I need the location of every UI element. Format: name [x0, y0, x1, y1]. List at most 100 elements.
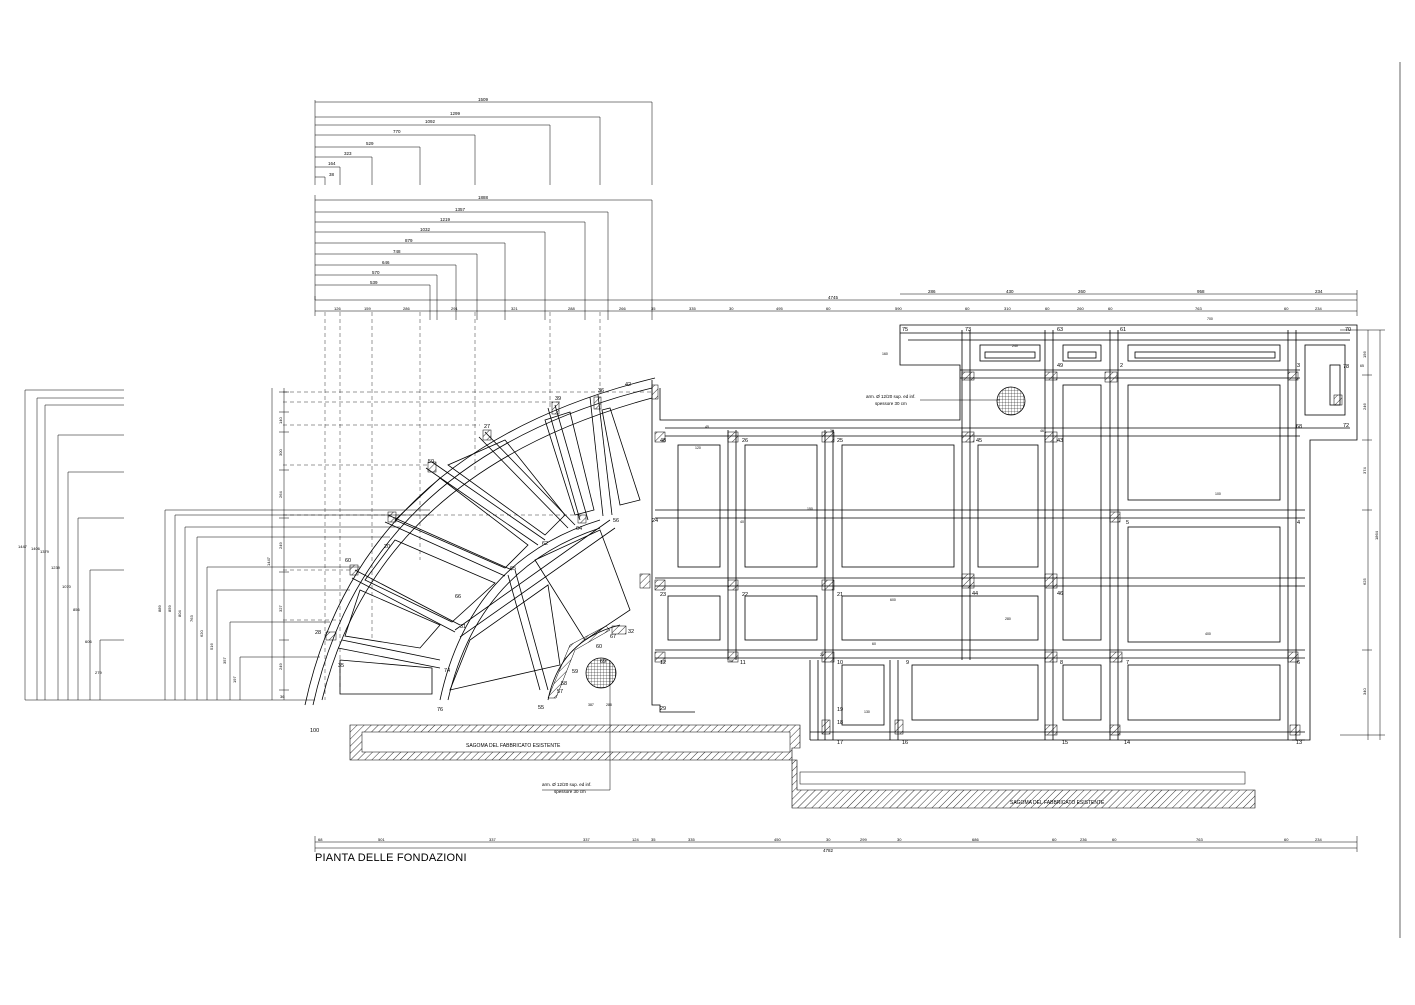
dim-label: 539 [370, 280, 378, 285]
dim-label: 60 [965, 306, 970, 311]
node-label: 48 [660, 438, 666, 444]
rect-foundation-grid [651, 324, 1358, 741]
dim-label: 625 [1362, 578, 1367, 585]
drawing-title: PIANTA DELLE FONDAZIONI [315, 852, 467, 864]
node-label: 18 [837, 720, 843, 726]
dim-label: 1032 [420, 227, 431, 232]
node-label: 45 [976, 438, 982, 444]
dim-label: 60 [1284, 837, 1289, 842]
pile-cap-circle [585, 657, 617, 689]
dim-label: 1299 [450, 111, 461, 116]
dim-label: 279 [95, 670, 102, 675]
dim-label: 570 [372, 270, 380, 275]
node-label: 24 [652, 518, 658, 524]
dim-label: 763 [189, 615, 194, 622]
node-label: 28 [315, 630, 321, 636]
node-label: 27 [484, 424, 490, 430]
dim-label: 60 [826, 306, 831, 311]
node-label: 39 [555, 396, 561, 402]
dim-label: 321 [511, 306, 518, 311]
small-label: 150 [807, 507, 813, 511]
top-chain-labels: 126 159 286 291 321 288 266 35 335 30 49… [334, 306, 1322, 311]
dim-label: 340 [1362, 688, 1367, 695]
dim-label: 770 [393, 129, 401, 134]
bottom-dimension-chain [314, 836, 1358, 852]
dim-label: 327 [278, 605, 283, 612]
dim-label: 1239 [51, 565, 61, 570]
node-label: 26 [742, 438, 748, 444]
dim-label: 516 [209, 643, 214, 650]
dim-label: 38 [329, 172, 335, 177]
small-label: 30 [830, 429, 834, 433]
annotation-leaders [542, 399, 1000, 791]
dim-label: 260 [1078, 289, 1086, 294]
left-far-labels: 1447 1406 1379 1239 1070 856 606 279 [18, 544, 102, 675]
annotation-text: arm. Ø 12/20 sup. ed inf. [866, 394, 916, 399]
node-label: 46 [1057, 591, 1063, 597]
small-label: 20 [820, 653, 824, 657]
grid-columns [639, 371, 1343, 736]
dim-label: 1092 [425, 119, 436, 124]
dim-label: 234 [1315, 306, 1322, 311]
dim-label: 1070 [62, 584, 72, 589]
dim-label: 234 [1315, 289, 1323, 294]
right-dim-labels: 156 246 374 625 340 1864 [1362, 351, 1379, 695]
node-label: 13 [1296, 740, 1302, 746]
node-label: 100 [310, 728, 319, 734]
projection-lines [283, 312, 652, 700]
dim-label: 856 [73, 607, 80, 612]
dim-label: 35 [651, 306, 656, 311]
dim-label: 197 [232, 676, 237, 683]
node-label: 8 [1060, 660, 1063, 666]
node-label: 64 [576, 526, 582, 532]
dim-label: 286 [928, 289, 936, 294]
node-label: 7 [1126, 660, 1129, 666]
dim-label: 646 [382, 260, 390, 265]
small-dimension-labels: 120 45 40 240 600 280 150 130 100 30 46 … [588, 317, 1364, 714]
node-label: 3 [1297, 363, 1300, 369]
dim-label: 1379 [40, 549, 50, 554]
node-label: 69 [600, 659, 606, 665]
dim-label: 300 [278, 449, 283, 456]
small-label: 387 [588, 703, 594, 707]
dim-label: 35 [651, 837, 656, 842]
dim-label: 590 [895, 306, 902, 311]
small-label: 40 [740, 520, 744, 524]
existing-building-1 [349, 724, 1256, 809]
top-dimension-chain [314, 290, 1358, 316]
small-label: 700 [1207, 317, 1213, 321]
dim-label: 246 [1362, 403, 1367, 410]
node-label: 29 [660, 706, 666, 712]
dim-label: 1447 [266, 556, 271, 566]
dim-label: 234 [1315, 837, 1322, 842]
node-label: 31 [460, 624, 466, 630]
annotation-text: spessore 30 cm [554, 789, 586, 794]
dim-label: 249 [278, 663, 283, 670]
node-label: 4 [1297, 520, 1300, 526]
node-label: 63 [1057, 327, 1063, 333]
dim-label: 164 [328, 161, 336, 166]
dim-label: 958 [1197, 289, 1205, 294]
small-label: 60 [872, 642, 876, 646]
node-label: 56 [613, 518, 619, 524]
small-label: 65 [1360, 364, 1364, 368]
dim-label: 335 [688, 837, 695, 842]
dim-label: 1888 [478, 195, 489, 200]
node-label: 59 [572, 669, 578, 675]
node-label: 66 [455, 594, 461, 600]
node-label: 44 [972, 591, 978, 597]
dim-label: 1509 [478, 97, 489, 102]
dim-label: 1864 [1374, 530, 1379, 540]
node-label: 50 [428, 459, 434, 465]
dim-label: 260 [1077, 306, 1084, 311]
dim-label: 249 [278, 542, 283, 549]
dim-label: 620 [199, 630, 204, 637]
pile-cap-circle-top [996, 386, 1026, 416]
node-label: 25 [837, 438, 843, 444]
dim-label: 529 [366, 141, 374, 146]
small-label: 45 [705, 425, 709, 429]
dim-label: 1219 [440, 217, 451, 222]
node-label: 21 [837, 592, 843, 598]
